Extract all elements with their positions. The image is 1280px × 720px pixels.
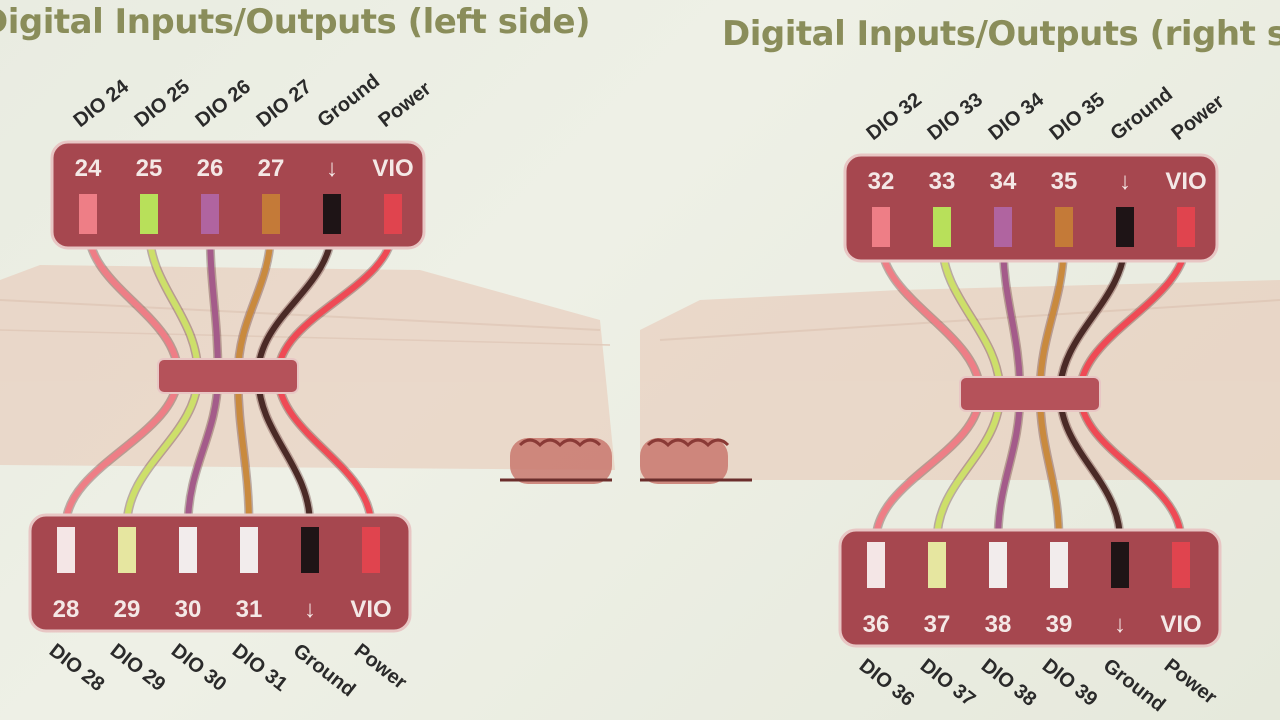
pin-number-left-top-4: ↓	[326, 155, 338, 182]
pin-stub-right-top-3	[1055, 207, 1073, 247]
pin-label-right-bottom-3: DIO 39	[1038, 655, 1101, 711]
pin-stub-right-top-0	[872, 207, 890, 247]
pin-label-right-top-3: DIO 35	[1046, 89, 1109, 145]
pin-label-left-bottom-1: DIO 29	[106, 640, 169, 696]
pin-number-left-bottom-5: VIO	[350, 596, 391, 623]
pin-label-left-top-1: DIO 25	[131, 76, 194, 132]
pin-label-right-top-5: Power	[1168, 91, 1229, 145]
pin-label-left-top-0: DIO 24	[70, 75, 134, 132]
pin-stub-right-bottom-5	[1172, 542, 1190, 588]
pin-stub-right-bottom-2	[989, 542, 1007, 588]
pin-stub-right-top-4	[1116, 207, 1134, 247]
pin-label-left-bottom-5: Power	[350, 640, 411, 694]
pin-stub-left-top-5	[384, 194, 402, 234]
pin-label-left-bottom-3: DIO 31	[228, 640, 291, 696]
pin-stub-left-top-4	[323, 194, 341, 234]
pin-label-left-top-5: Power	[375, 78, 436, 132]
pin-label-right-top-2: DIO 34	[985, 88, 1049, 145]
pin-number-left-top-5: VIO	[372, 155, 413, 182]
pin-label-left-bottom-2: DIO 30	[167, 640, 230, 696]
pin-stub-left-top-3	[262, 194, 280, 234]
pin-number-right-top-1: 33	[929, 168, 956, 195]
pin-label-right-top-1: DIO 33	[924, 89, 987, 145]
pin-number-right-bottom-5: VIO	[1160, 611, 1201, 638]
pin-number-left-top-3: 27	[258, 155, 285, 182]
pin-stub-left-bottom-4	[301, 527, 319, 573]
pin-label-right-top-4: Ground	[1107, 83, 1177, 145]
pin-number-right-top-2: 34	[990, 168, 1017, 195]
pin-label-right-bottom-2: DIO 38	[977, 655, 1040, 711]
heading-right: Digital Inputs/Outputs (right si	[722, 14, 1280, 54]
pin-stub-left-top-1	[140, 194, 158, 234]
coil-right	[640, 438, 752, 484]
pin-label-right-bottom-1: DIO 37	[916, 655, 979, 711]
pin-label-left-top-3: DIO 27	[253, 76, 316, 132]
pin-stub-left-top-2	[201, 194, 219, 234]
pin-stub-right-bottom-1	[928, 542, 946, 588]
pin-label-right-bottom-5: Power	[1160, 655, 1221, 709]
pin-number-left-top-2: 26	[197, 155, 224, 182]
pin-number-right-bottom-3: 39	[1046, 611, 1073, 638]
pin-number-left-bottom-4: ↓	[304, 596, 316, 623]
pin-number-left-bottom-2: 30	[175, 596, 202, 623]
pin-number-left-top-1: 25	[136, 155, 163, 182]
pin-label-right-bottom-4: Ground	[1099, 655, 1169, 717]
heading-left: Digital Inputs/Outputs (left side)	[0, 2, 591, 42]
pin-stub-left-bottom-1	[118, 527, 136, 573]
pin-stub-right-bottom-0	[867, 542, 885, 588]
pin-number-right-top-0: 32	[868, 168, 895, 195]
coil-left	[500, 438, 612, 484]
pin-label-right-bottom-0: DIO 36	[855, 655, 918, 711]
pin-stub-right-top-1	[933, 207, 951, 247]
header-block-right-top	[843, 153, 1219, 263]
pin-stub-right-top-2	[994, 207, 1012, 247]
pin-label-left-top-2: DIO 26	[192, 76, 255, 132]
pin-number-left-top-0: 24	[75, 155, 102, 182]
pin-stub-right-top-5	[1177, 207, 1195, 247]
header-block-left-top	[50, 140, 426, 250]
pin-label-left-bottom-0: DIO 28	[45, 640, 108, 696]
pin-label-left-top-4: Ground	[314, 70, 384, 132]
pin-number-right-bottom-4: ↓	[1114, 611, 1126, 638]
pin-number-left-bottom-0: 28	[53, 596, 80, 623]
pin-stub-right-bottom-4	[1111, 542, 1129, 588]
pin-stub-left-top-0	[79, 194, 97, 234]
pin-label-right-top-0: DIO 32	[863, 89, 926, 145]
pin-stub-right-bottom-3	[1050, 542, 1068, 588]
wire-clamp-right	[959, 376, 1101, 412]
pin-number-right-top-5: VIO	[1165, 168, 1206, 195]
pin-stub-left-bottom-2	[179, 527, 197, 573]
pin-number-left-bottom-1: 29	[114, 596, 141, 623]
pin-stub-left-bottom-3	[240, 527, 258, 573]
pin-stub-left-bottom-5	[362, 527, 380, 573]
pin-number-right-top-3: 35	[1051, 168, 1078, 195]
pin-stub-left-bottom-0	[57, 527, 75, 573]
pin-number-left-bottom-3: 31	[236, 596, 263, 623]
wire-clamp-left	[157, 358, 299, 394]
pin-number-right-bottom-1: 37	[924, 611, 951, 638]
pin-number-right-bottom-2: 38	[985, 611, 1012, 638]
pin-number-right-top-4: ↓	[1119, 168, 1131, 195]
pin-label-left-bottom-4: Ground	[289, 640, 359, 702]
pin-number-right-bottom-0: 36	[863, 611, 890, 638]
